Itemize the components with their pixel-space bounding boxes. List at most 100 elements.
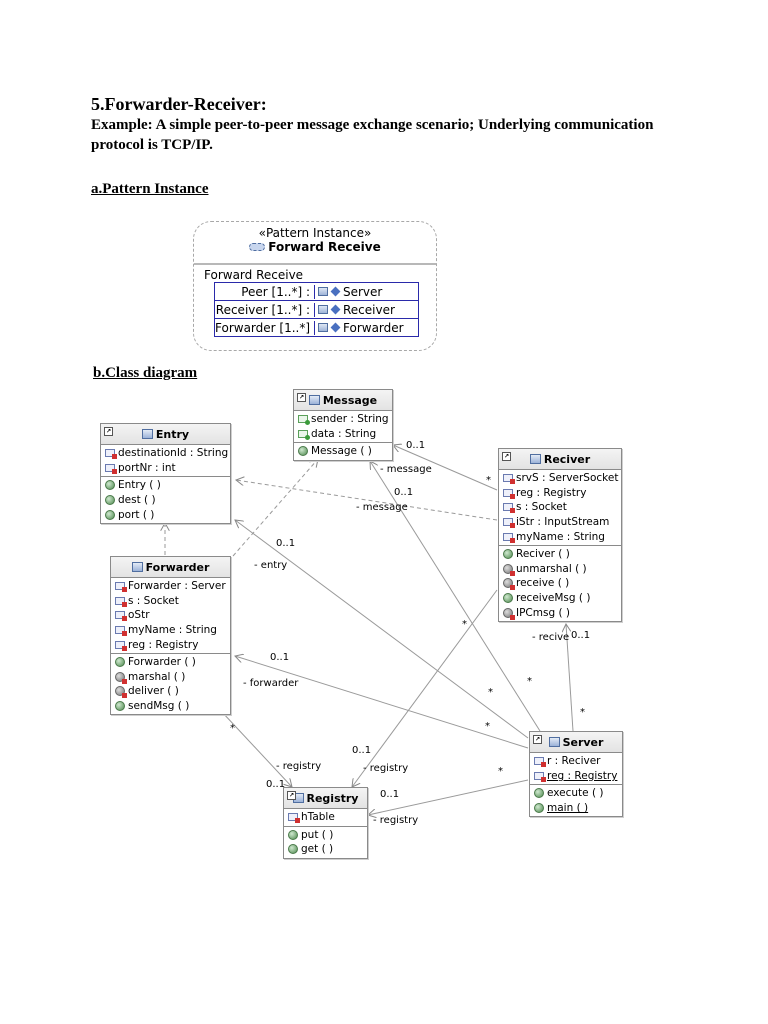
field-row: s : Socket bbox=[111, 594, 230, 609]
field-text: r : Reciver bbox=[547, 755, 601, 768]
multiplicity-label: * bbox=[462, 619, 467, 630]
private-method-icon bbox=[115, 686, 127, 699]
association-reciver-message bbox=[393, 445, 498, 491]
class-icon bbox=[529, 454, 541, 464]
class-header: ↗Entry bbox=[101, 424, 230, 445]
subsection-a-title: a.Pattern Instance bbox=[91, 181, 209, 197]
method-text: put ( ) bbox=[301, 828, 334, 841]
field-row: iStr : InputStream bbox=[499, 515, 621, 530]
method-row: dest ( ) bbox=[101, 493, 230, 508]
class-tag-icon: ↗ bbox=[502, 452, 511, 461]
method-row: deliver ( ) bbox=[111, 684, 230, 699]
methods-compartment: put ( ) get ( ) bbox=[284, 827, 367, 858]
pattern-role-row: Forwarder [1..*] : Forwarder bbox=[215, 318, 418, 336]
class-registry: ↗Registry hTable put ( ) get ( ) bbox=[283, 787, 368, 859]
method-text: main ( ) bbox=[547, 802, 589, 815]
pattern-role-table: Peer [1..*] : Server Receiver [1..*] : R… bbox=[214, 282, 419, 337]
method-row: main ( ) bbox=[530, 801, 622, 816]
method-row: put ( ) bbox=[284, 828, 367, 843]
class-name: Server bbox=[562, 735, 604, 749]
multiplicity-label: 0..1 bbox=[276, 538, 296, 549]
method-row: Reciver ( ) bbox=[499, 547, 621, 562]
method-row: Entry ( ) bbox=[101, 478, 230, 493]
field-row: oStr bbox=[111, 608, 230, 623]
multiplicity-label: * bbox=[230, 723, 235, 734]
methods-compartment: Reciver ( ) unmarshal ( ) receive ( ) re… bbox=[499, 546, 621, 621]
private-field-icon bbox=[115, 611, 127, 622]
multiplicity-label: * bbox=[488, 687, 493, 698]
class-reciver: ↗ Reciver srvS : ServerSocket reg : Regis… bbox=[498, 448, 622, 622]
field-text: destinationId : String bbox=[118, 447, 229, 460]
pattern-role-label: Forwarder [1..*] : bbox=[215, 320, 315, 335]
field-text: reg : Registry bbox=[128, 638, 199, 651]
method-text: execute ( ) bbox=[547, 787, 604, 800]
field-row: hTable bbox=[284, 810, 367, 825]
multiplicity-label: 0..1 bbox=[406, 440, 426, 451]
pattern-role-row: Peer [1..*] : Server bbox=[215, 282, 418, 300]
methods-compartment: Entry ( ) dest ( ) port ( ) bbox=[101, 477, 230, 523]
private-field-icon bbox=[503, 532, 515, 543]
method-text: IPCmsg ( ) bbox=[516, 606, 570, 619]
subsection-b-title: b.Class diagram bbox=[93, 365, 198, 381]
fields-compartment: hTable bbox=[284, 809, 367, 827]
fields-compartment: sender : String data : String bbox=[294, 411, 392, 444]
role-label: - recive bbox=[532, 632, 570, 643]
association-forwarder-registry bbox=[221, 711, 292, 787]
fields-compartment: r : Reciver reg : Registry bbox=[530, 753, 622, 786]
field-text: reg : Registry bbox=[547, 769, 618, 782]
pattern-title: Forward Receive bbox=[194, 240, 436, 254]
field-text: myName : String bbox=[516, 530, 605, 543]
fields-compartment: srvS : ServerSocket reg : Registry s : S… bbox=[499, 470, 621, 546]
private-field-icon bbox=[503, 474, 515, 485]
field-row: s : Socket bbox=[499, 500, 621, 515]
class-header: ↗Registry bbox=[284, 788, 367, 809]
field-row: myName : String bbox=[499, 529, 621, 544]
public-method-icon bbox=[115, 657, 125, 668]
private-field-icon bbox=[503, 518, 515, 529]
role-label: - registry bbox=[363, 763, 409, 774]
public-method-icon bbox=[105, 495, 115, 506]
class-name: Reciver bbox=[543, 452, 591, 466]
field-text: hTable bbox=[301, 811, 335, 824]
pattern-name: Forward Receive bbox=[268, 240, 381, 254]
private-field-icon bbox=[534, 771, 546, 782]
class-server: ↗ Server r : Reciver reg : Registry execu… bbox=[529, 731, 623, 818]
method-text: receiveMsg ( ) bbox=[516, 592, 591, 605]
pattern-role-label: Receiver [1..*] : bbox=[215, 302, 315, 317]
class-icon bbox=[318, 305, 328, 314]
method-row: execute ( ) bbox=[530, 786, 622, 801]
field-row: reg : Registry bbox=[111, 637, 230, 652]
association-server-forwarder bbox=[235, 656, 529, 749]
method-text: Reciver ( ) bbox=[516, 548, 570, 561]
method-text: receive ( ) bbox=[516, 577, 570, 590]
field-row: destinationId : String bbox=[101, 446, 230, 461]
field-text: srvS : ServerSocket bbox=[516, 472, 619, 485]
method-row: sendMsg ( ) bbox=[111, 699, 230, 714]
class-tag-icon: ↗ bbox=[533, 735, 542, 744]
method-row: receiveMsg ( ) bbox=[499, 591, 621, 606]
role-label: - forwarder bbox=[243, 678, 299, 689]
role-label: - message bbox=[380, 464, 432, 475]
public-method-icon bbox=[503, 593, 513, 604]
association-server-registry bbox=[368, 779, 529, 815]
public-method-icon bbox=[105, 480, 115, 491]
field-row: sender : String bbox=[294, 412, 392, 427]
private-field-icon bbox=[534, 757, 546, 768]
role-label: - message bbox=[356, 502, 408, 513]
method-text: marshal ( ) bbox=[128, 670, 186, 683]
method-row: Message ( ) bbox=[294, 444, 392, 459]
method-text: get ( ) bbox=[301, 843, 334, 856]
field-text: oStr bbox=[128, 609, 150, 622]
multiplicity-label: * bbox=[486, 475, 491, 486]
method-row: marshal ( ) bbox=[111, 670, 230, 685]
pattern-role-label: Peer [1..*] : bbox=[215, 284, 315, 299]
field-row: srvS : ServerSocket bbox=[499, 471, 621, 486]
pattern-divider-2 bbox=[194, 264, 436, 265]
multiplicity-label: * bbox=[498, 766, 503, 777]
private-method-icon bbox=[503, 578, 515, 591]
association-reciver-registry bbox=[352, 589, 498, 787]
field-text: myName : String bbox=[128, 624, 217, 637]
field-row: reg : Registry bbox=[499, 486, 621, 501]
role-label: - registry bbox=[373, 815, 419, 826]
pattern-compartment-title: Forward Receive bbox=[204, 268, 304, 282]
